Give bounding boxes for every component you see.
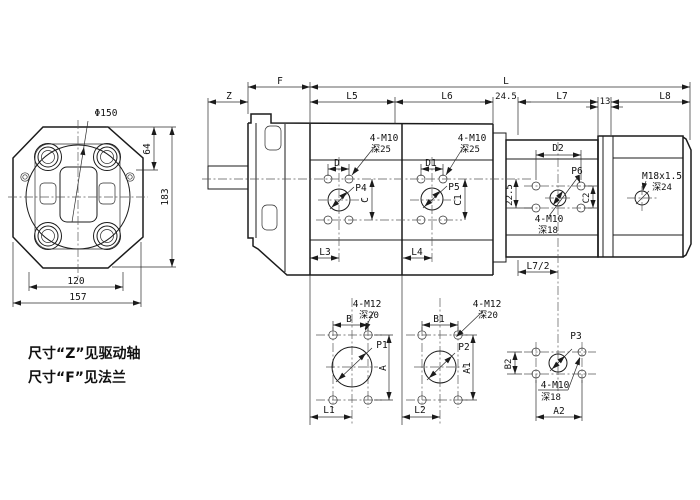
dim-157: 157 [69, 292, 86, 303]
drive-shaft [207, 165, 249, 190]
thread-callout: 4-M10 [370, 133, 399, 144]
suction-port [331, 346, 373, 388]
boss-circle [34, 222, 62, 250]
port-label: P6 [571, 166, 583, 177]
housing-outline [12, 126, 144, 269]
drain-port [548, 353, 568, 373]
dim-f: F [277, 76, 283, 87]
side-view-annotations: 4-M10 深25 4-M10 深25 D D1 P4 P5 C C1 [310, 133, 682, 276]
bolt-holes [37, 146, 118, 247]
dim-64: 64 [142, 143, 153, 155]
suction-port [423, 350, 457, 384]
side-hole [125, 172, 135, 182]
note-f: 尺寸“F”见法兰 [28, 369, 126, 386]
thread-callout: 4-M12 [473, 299, 502, 310]
top-dimension-chain: Z F L L5 L6 24.5 L7 13 L8 [207, 76, 691, 166]
right-slot [98, 182, 116, 205]
dim-183: 183 [160, 188, 171, 205]
dim-l: L [503, 76, 509, 87]
side-hole [20, 172, 30, 182]
depth-callout: 深20 [478, 310, 498, 321]
port-label: P2 [458, 342, 469, 353]
side-view [202, 113, 692, 425]
dim-c2: C2 [582, 193, 592, 204]
port-label: P3 [570, 331, 581, 342]
dim-d: D [334, 158, 340, 169]
note-z: 尺寸“Z”见驱动轴 [28, 345, 141, 362]
dim-z: Z [226, 91, 232, 102]
side-hole [127, 174, 133, 180]
cover-notch-bottom [261, 204, 278, 231]
dim-l3: L3 [319, 247, 330, 258]
boss-circle [34, 143, 62, 171]
dim-l4: L4 [411, 247, 423, 258]
thread-callout: M18x1.5 [642, 171, 682, 182]
dim-l7-2: L7/2 [527, 261, 550, 272]
center-pad [59, 166, 98, 223]
depth-callout: 深25 [460, 144, 480, 155]
dim-b1: B1 [433, 314, 445, 325]
side-hole [22, 174, 28, 180]
port-label: P4 [355, 183, 367, 194]
face-plate [34, 143, 121, 250]
dim-a: A [378, 365, 389, 371]
dim-l6: L6 [441, 91, 453, 102]
dim-c1: C1 [453, 194, 464, 206]
boss-circle [93, 143, 121, 171]
port-label: P1 [376, 340, 388, 351]
front-view: Φ150 64 183 120 157 [8, 108, 176, 307]
dim-l5: L5 [346, 91, 357, 102]
port-view-3: P3 B2 4-M10 深18 A2 [504, 331, 596, 421]
thread-callout: 4-M10 [541, 380, 570, 391]
dim-22-5: 22.5 [505, 184, 515, 206]
dim-120: 120 [67, 276, 84, 287]
dim-13: 13 [600, 97, 611, 107]
port-face-a [323, 174, 354, 225]
drawing-notes: 尺寸“Z”见驱动轴 尺寸“F”见法兰 [28, 345, 141, 386]
dim-l8: L8 [659, 91, 671, 102]
thread-callout: 4-M12 [353, 299, 382, 310]
dim-d2: D2 [552, 143, 563, 154]
dim-l7: L7 [556, 91, 567, 102]
thread-callout: 4-M10 [458, 133, 487, 144]
left-slot [39, 182, 57, 205]
port-view-2: 4-M12 深20 B1 P2 A1 L2 [402, 298, 501, 424]
dim-d1: D1 [425, 158, 437, 169]
port-label: P5 [448, 182, 459, 193]
dia-label: Φ150 [95, 108, 118, 119]
dim-c: C [360, 197, 371, 203]
depth-callout: 深20 [359, 310, 379, 321]
dim-24-5: 24.5 [495, 92, 517, 102]
dim-l1: L1 [323, 405, 335, 416]
dim-b: B [346, 314, 352, 325]
dim-l2: L2 [414, 405, 425, 416]
depth-callout: 深18 [538, 225, 558, 236]
thread-callout: 4-M10 [535, 214, 564, 225]
rear-section [597, 135, 684, 258]
dim-a1: A1 [462, 362, 473, 374]
depth-callout: 深24 [652, 182, 672, 193]
depth-callout: 深18 [541, 392, 561, 403]
cover-top [248, 113, 494, 125]
depth-callout: 深25 [371, 144, 391, 155]
end-cap [682, 136, 692, 258]
boss-circle [93, 222, 121, 250]
dim-a2: A2 [553, 406, 564, 417]
cover-notch-top [264, 125, 282, 151]
dim-b2: B2 [504, 359, 514, 370]
port-view-1: 4-M12 深20 B P1 A L1 [310, 298, 393, 424]
cover-bottom [247, 123, 493, 276]
